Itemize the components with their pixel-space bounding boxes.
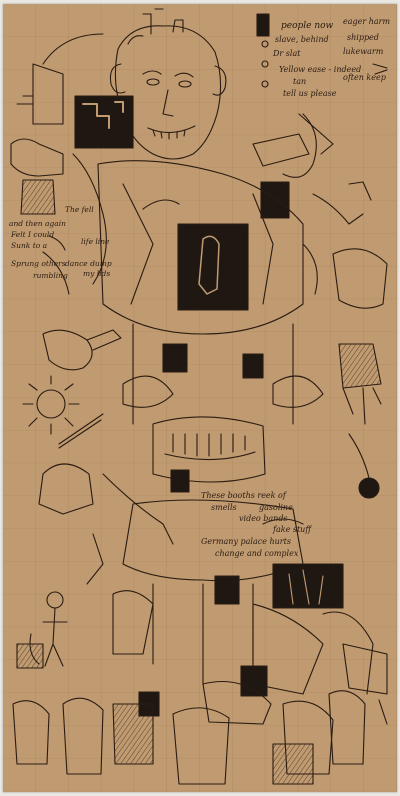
artwork-panel: people now eager harm slave, behind ship… xyxy=(3,4,397,792)
central-face-figure xyxy=(109,8,227,160)
teeth-mouth-section xyxy=(122,323,324,493)
dark-window-right xyxy=(260,181,290,219)
inscription-left-8: rumbling xyxy=(33,271,68,280)
inscription-top-right-6: lukewarm xyxy=(343,47,384,56)
inscription-top-right-8: tan xyxy=(293,77,306,86)
dark-window-center xyxy=(177,223,249,311)
torso-structure xyxy=(97,113,334,335)
inscription-left-4: Sunk to a xyxy=(11,241,47,250)
paper-sheet-grid xyxy=(3,4,397,792)
inscription-left-6: Sprung others xyxy=(11,259,66,268)
inscription-top-right-1: people now xyxy=(281,21,334,31)
inscription-center-7: change and complex xyxy=(215,549,299,558)
inscription-center-1: These booths reek of xyxy=(201,491,288,500)
lower-body-structure xyxy=(112,499,374,717)
inscription-center-3: gasoline xyxy=(259,503,293,512)
left-hand-and-spiky-ball xyxy=(22,329,122,515)
ink-drawing: people now eager harm slave, behind ship… xyxy=(3,4,397,792)
inscription-left-1: and then again xyxy=(9,219,66,228)
inscription-top-right-9: often keep xyxy=(343,73,386,82)
inscription-top-right-2: eager harm xyxy=(343,17,390,26)
inscription-top-right-7: Yellow ease - indeed xyxy=(279,65,361,74)
inscription-center-4: video bands xyxy=(239,514,288,523)
inscription-top-right-5: Dr slat xyxy=(272,49,301,58)
right-machinery xyxy=(312,181,388,499)
left-machinery xyxy=(10,33,107,285)
inscription-left-7: dance dump xyxy=(65,259,112,268)
inscription-left-5: life line xyxy=(81,237,110,246)
inscription-top-right-10: tell us please xyxy=(283,89,337,98)
inscription-left-2: The fell xyxy=(65,205,94,214)
inscription-top-right-3: slave, behind xyxy=(275,35,329,44)
inscription-center-5: fake stuff xyxy=(272,525,312,534)
inscription-center-2: smells xyxy=(211,503,237,512)
inscription-center-6: Germany palace hurts xyxy=(201,537,291,546)
inscription-left-9: my lids xyxy=(83,269,110,278)
inscription-left-3: Felt I could xyxy=(10,230,54,239)
inscription-top-right-4: shipped xyxy=(347,33,379,42)
bottom-crowd xyxy=(12,643,388,785)
